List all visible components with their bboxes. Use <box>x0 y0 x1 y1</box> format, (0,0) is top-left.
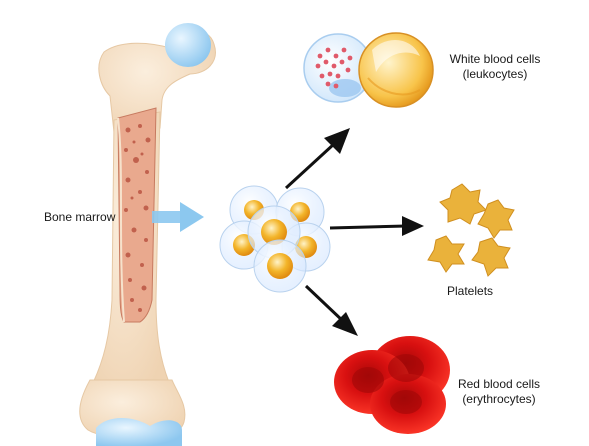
arrow-right-icon <box>152 202 204 232</box>
red-blood-cell-icon <box>334 336 450 434</box>
white-blood-cells-label: White blood cells (leukocytes) <box>440 52 550 82</box>
platelets-label: Platelets <box>447 284 494 298</box>
red-blood-cells-label: Red blood cells (erythrocytes) <box>448 377 550 407</box>
stem-cell-cluster-icon <box>219 185 331 293</box>
white-blood-cell-icon <box>303 32 434 108</box>
bone-marrow-label: Bone marrow <box>44 210 116 224</box>
white-blood-cells-label-line1: White blood cells <box>449 52 541 66</box>
white-blood-cells-label-line2: (leukocytes) <box>462 67 528 81</box>
arrow-icon <box>284 128 424 336</box>
red-blood-cells-label-line1: Red blood cells <box>457 377 541 391</box>
platelet-icon <box>427 183 515 277</box>
bone-icon <box>79 23 216 446</box>
red-blood-cells-label-line2: (erythrocytes) <box>462 392 536 406</box>
